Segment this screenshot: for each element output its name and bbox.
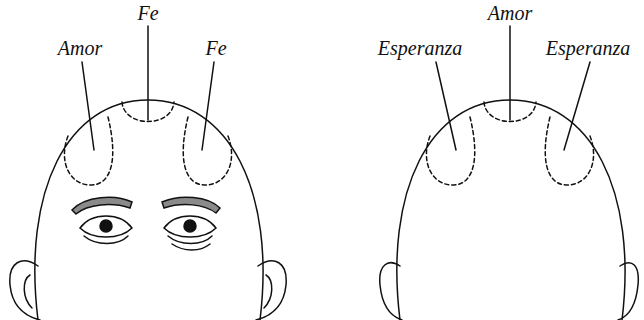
pupil xyxy=(100,220,112,232)
ear xyxy=(618,263,638,320)
dashed-region xyxy=(183,117,231,185)
region-label: Amor xyxy=(488,2,532,24)
eyebrow xyxy=(72,197,132,214)
region-label: Fe xyxy=(205,37,226,59)
region-label: Esperanza xyxy=(546,37,630,59)
ear xyxy=(380,263,402,320)
dashed-region xyxy=(64,117,112,185)
pupil xyxy=(184,220,196,232)
leader-line xyxy=(436,62,456,150)
region-label: Amor xyxy=(58,37,102,59)
eye xyxy=(164,216,216,237)
head-outline xyxy=(35,100,263,320)
region-label: Fe xyxy=(137,2,158,24)
leader-line xyxy=(147,26,149,120)
eye xyxy=(80,216,132,237)
ear xyxy=(10,261,40,320)
eye-wrinkle xyxy=(172,244,210,250)
leader-line xyxy=(509,26,511,120)
ear xyxy=(256,261,286,320)
head-outline xyxy=(397,100,625,320)
eyebrow xyxy=(162,197,220,213)
leader-line xyxy=(82,62,94,150)
ear-detail xyxy=(24,275,32,308)
dashed-region xyxy=(545,117,593,185)
eyelid xyxy=(84,236,128,244)
ear-detail xyxy=(264,275,272,308)
region-label: Esperanza xyxy=(378,37,462,59)
leader-line xyxy=(202,62,214,150)
eyelid xyxy=(168,236,212,244)
leader-line xyxy=(564,62,590,150)
